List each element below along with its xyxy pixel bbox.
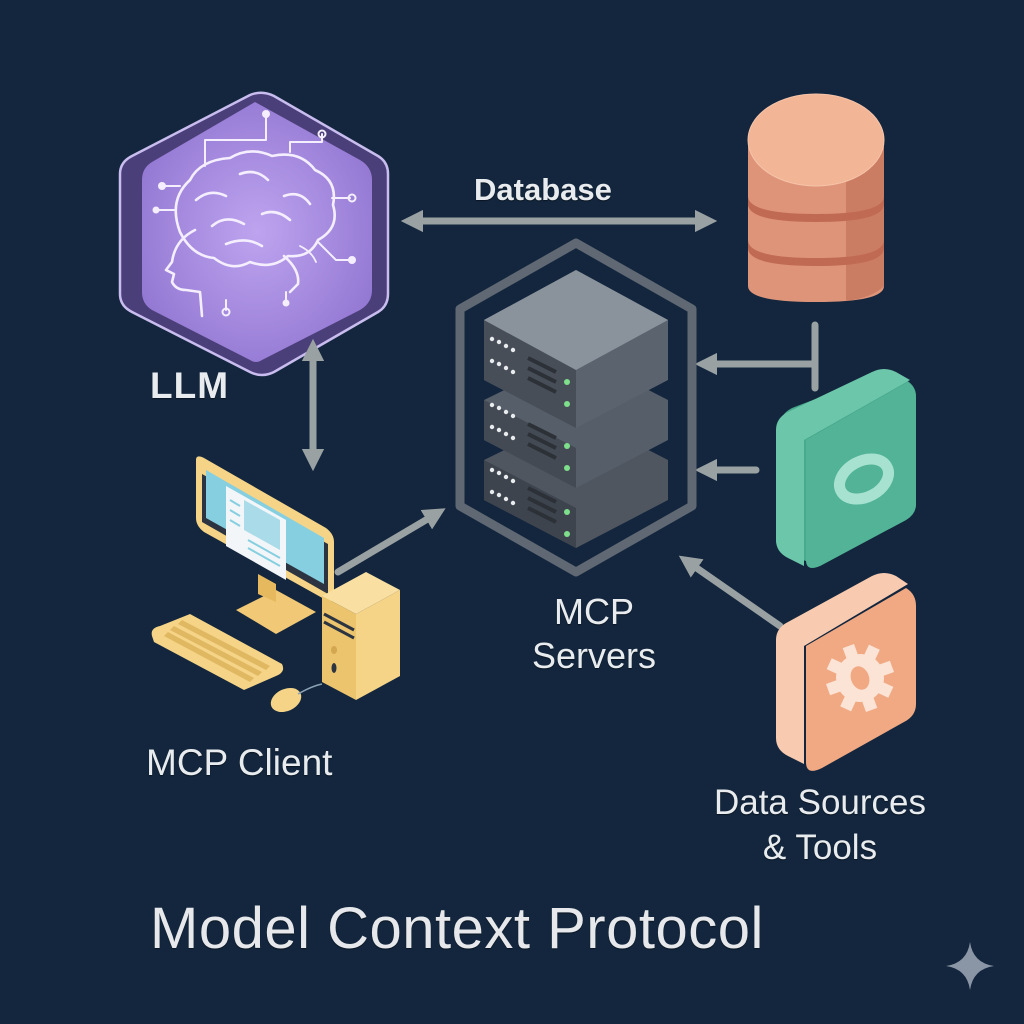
database-label: Database xyxy=(474,172,612,207)
server-status-leds xyxy=(489,336,516,506)
database-cylinder-icon xyxy=(747,93,885,302)
diagram-title: Model Context Protocol xyxy=(150,896,764,961)
llm-label: LLM xyxy=(150,365,230,406)
ring-tile-icon xyxy=(776,369,916,568)
data-sources-label-line1: Data Sources xyxy=(713,783,927,822)
mcp-servers-label-line2: Servers xyxy=(531,635,657,676)
arrow-database-servers xyxy=(706,321,819,392)
mcp-servers-label-line1: MCP xyxy=(554,591,634,632)
arrows xyxy=(301,209,819,630)
arrow-client-servers xyxy=(334,508,446,576)
gear-icon xyxy=(825,643,895,713)
gear-tile-icon xyxy=(776,573,916,771)
desktop-computer-icon xyxy=(151,456,400,713)
mcp-client-label: MCP Client xyxy=(146,742,333,783)
arrow-datasources-servers xyxy=(678,555,784,630)
mcp-servers-label: MCP Servers xyxy=(524,590,664,678)
data-sources-label-line2: & Tools xyxy=(762,828,878,867)
circuit-nodes xyxy=(152,110,357,317)
sparkle-icon xyxy=(946,942,994,990)
keyboard-keys xyxy=(164,620,270,682)
data-sources-label: Data Sources & Tools xyxy=(690,780,950,870)
server-rack-icon xyxy=(455,238,697,577)
llm-node xyxy=(118,91,390,377)
server-power-leds xyxy=(564,379,570,537)
ring-icon xyxy=(834,453,894,505)
